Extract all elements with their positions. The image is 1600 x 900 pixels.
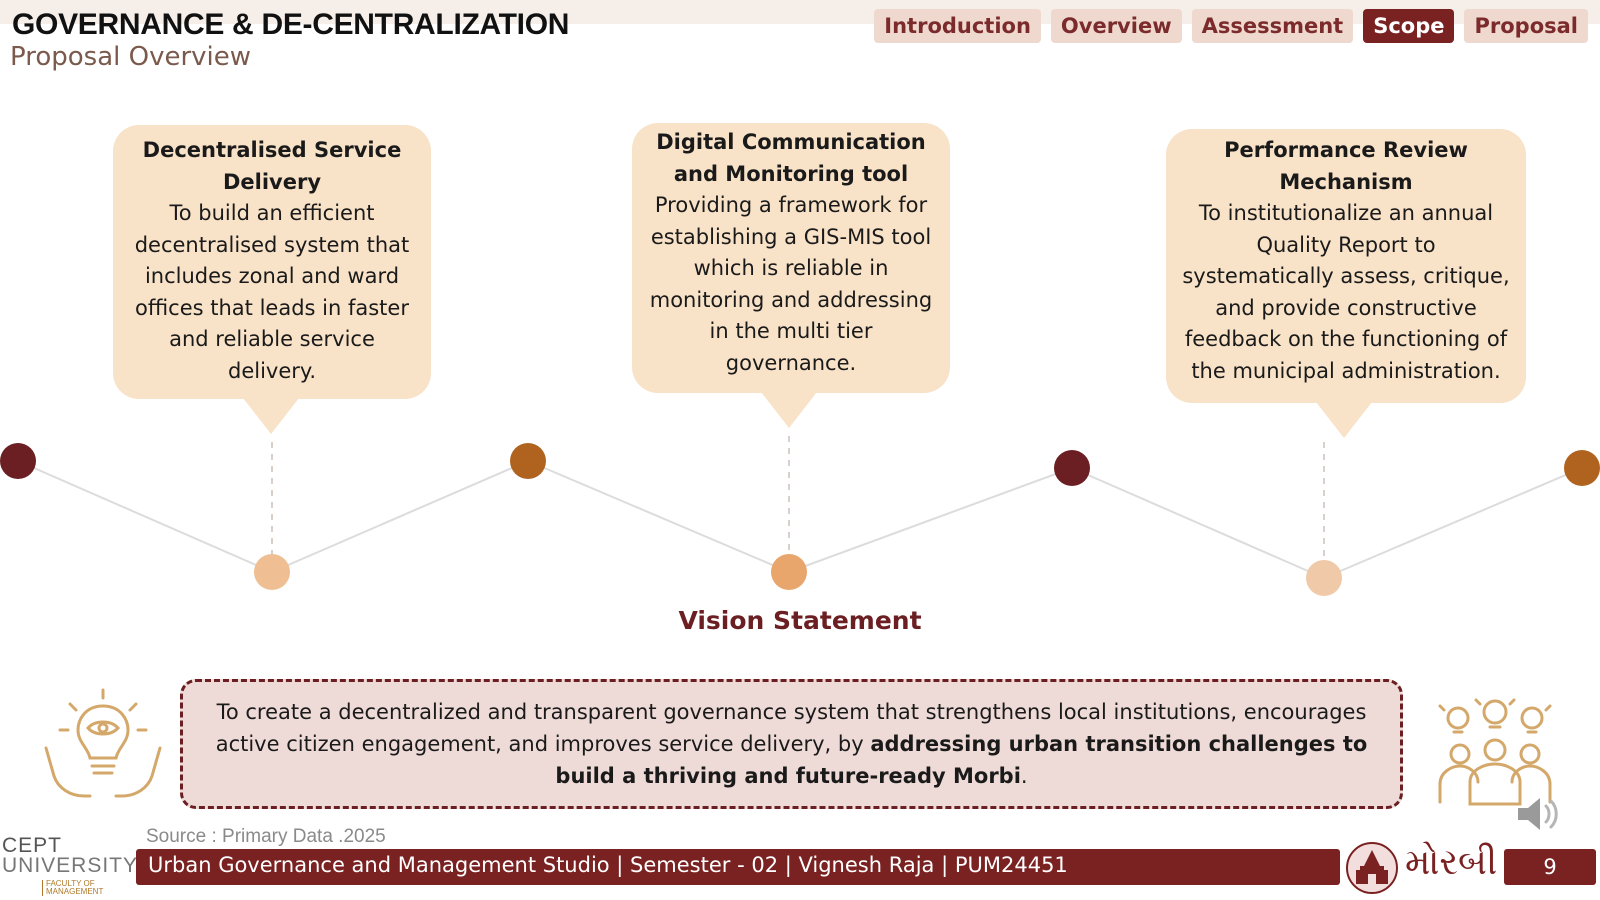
card-pointer <box>243 398 299 434</box>
timeline-dot <box>1054 450 1090 486</box>
card-body-line: monitoring and addressing <box>649 287 933 312</box>
cept-university-logo: CEPT UNIVERSITY FACULTY OF MANAGEMENT <box>2 834 137 896</box>
card-body-line: decentralised system that <box>134 232 410 257</box>
section-nav: Introduction Overview Assessment Scope P… <box>874 9 1588 43</box>
vision-text-bold: addressing urban transition challenges t… <box>555 732 1368 788</box>
card-body-line: and reliable service <box>169 327 375 351</box>
card-body-line: Quality Report to <box>1256 232 1436 257</box>
card-title-line: Performance Review <box>1224 138 1468 162</box>
card-body-line: To build an efficient <box>169 201 375 225</box>
vision-title: Vision Statement <box>678 606 922 635</box>
card-body-line: delivery. <box>227 358 316 383</box>
footer-text: Urban Governance and Management Studio |… <box>148 853 1068 877</box>
card-body-line: offices that leads in faster <box>135 295 409 320</box>
speaker-icon[interactable] <box>1516 794 1562 834</box>
card-decentralised-service-delivery: Decentralised Service Delivery To build … <box>113 125 431 399</box>
tab-introduction[interactable]: Introduction <box>874 9 1041 43</box>
card-body-line: feedback on the functioning of <box>1184 327 1508 351</box>
card-title-line: and Monitoring tool <box>673 161 909 186</box>
card-body-line: establishing a GIS-MIS tool <box>650 224 932 249</box>
lightbulb-eye-hands-icon <box>44 688 162 798</box>
tab-assessment[interactable]: Assessment <box>1191 9 1354 43</box>
timeline-dot <box>0 443 36 479</box>
card-title-line: Decentralised Service <box>142 138 402 162</box>
timeline-dot <box>1306 560 1342 596</box>
tab-proposal[interactable]: Proposal <box>1464 9 1588 43</box>
source-note: Source : Primary Data .2025 <box>146 826 386 847</box>
timeline-dot <box>254 554 290 590</box>
timeline-dot <box>1564 450 1600 486</box>
tab-overview[interactable]: Overview <box>1050 9 1182 43</box>
footer-bar: Urban Governance and Management Studio |… <box>136 849 1340 885</box>
logo-line-3: FACULTY OF MANAGEMENT <box>42 880 126 896</box>
page-number: 9 <box>1504 849 1596 885</box>
card-body-line: Providing a framework for <box>654 193 928 217</box>
timeline-dot <box>510 443 546 479</box>
card-title-line: Delivery <box>222 169 322 194</box>
card-pointer <box>761 392 817 428</box>
vision-statement-box: To create a decentralized and transparen… <box>180 679 1403 809</box>
tab-scope[interactable]: Scope <box>1363 9 1455 43</box>
card-pointer <box>1316 402 1372 438</box>
vision-text-end: . <box>1020 764 1028 788</box>
card-body-line: systematically assess, critique, <box>1182 264 1510 288</box>
card-body-line: in the multi tier <box>709 319 873 343</box>
logo-line-1: CEPT <box>2 834 63 857</box>
page-subtitle: Proposal Overview <box>10 42 252 72</box>
timeline-dot <box>771 554 807 590</box>
card-body-line: and provide constructive <box>1215 295 1477 320</box>
page-title: GOVERNANCE & DE-CENTRALIZATION <box>12 8 570 41</box>
card-title-line: Digital Communication <box>656 130 926 154</box>
card-body-line: To institutionalize an annual <box>1198 201 1494 225</box>
card-performance-review: Performance Review Mechanism To institut… <box>1166 129 1526 403</box>
city-label: મોરબી <box>1405 842 1498 883</box>
vision-text: To create a decentralized and transparen… <box>215 700 1367 756</box>
card-body-line: governance. <box>725 350 857 375</box>
card-digital-communication: Digital Communication and Monitoring too… <box>632 123 950 393</box>
card-title-line: Mechanism <box>1279 169 1413 194</box>
card-body-line: which is reliable in <box>693 256 889 280</box>
card-body-line: includes zonal and ward <box>144 264 400 288</box>
logo-line-2: UNIVERSITY <box>2 854 139 877</box>
morbi-emblem-icon <box>1346 842 1398 894</box>
community-ideas-icon <box>1438 698 1552 806</box>
card-body-line: the municipal administration. <box>1191 358 1501 383</box>
